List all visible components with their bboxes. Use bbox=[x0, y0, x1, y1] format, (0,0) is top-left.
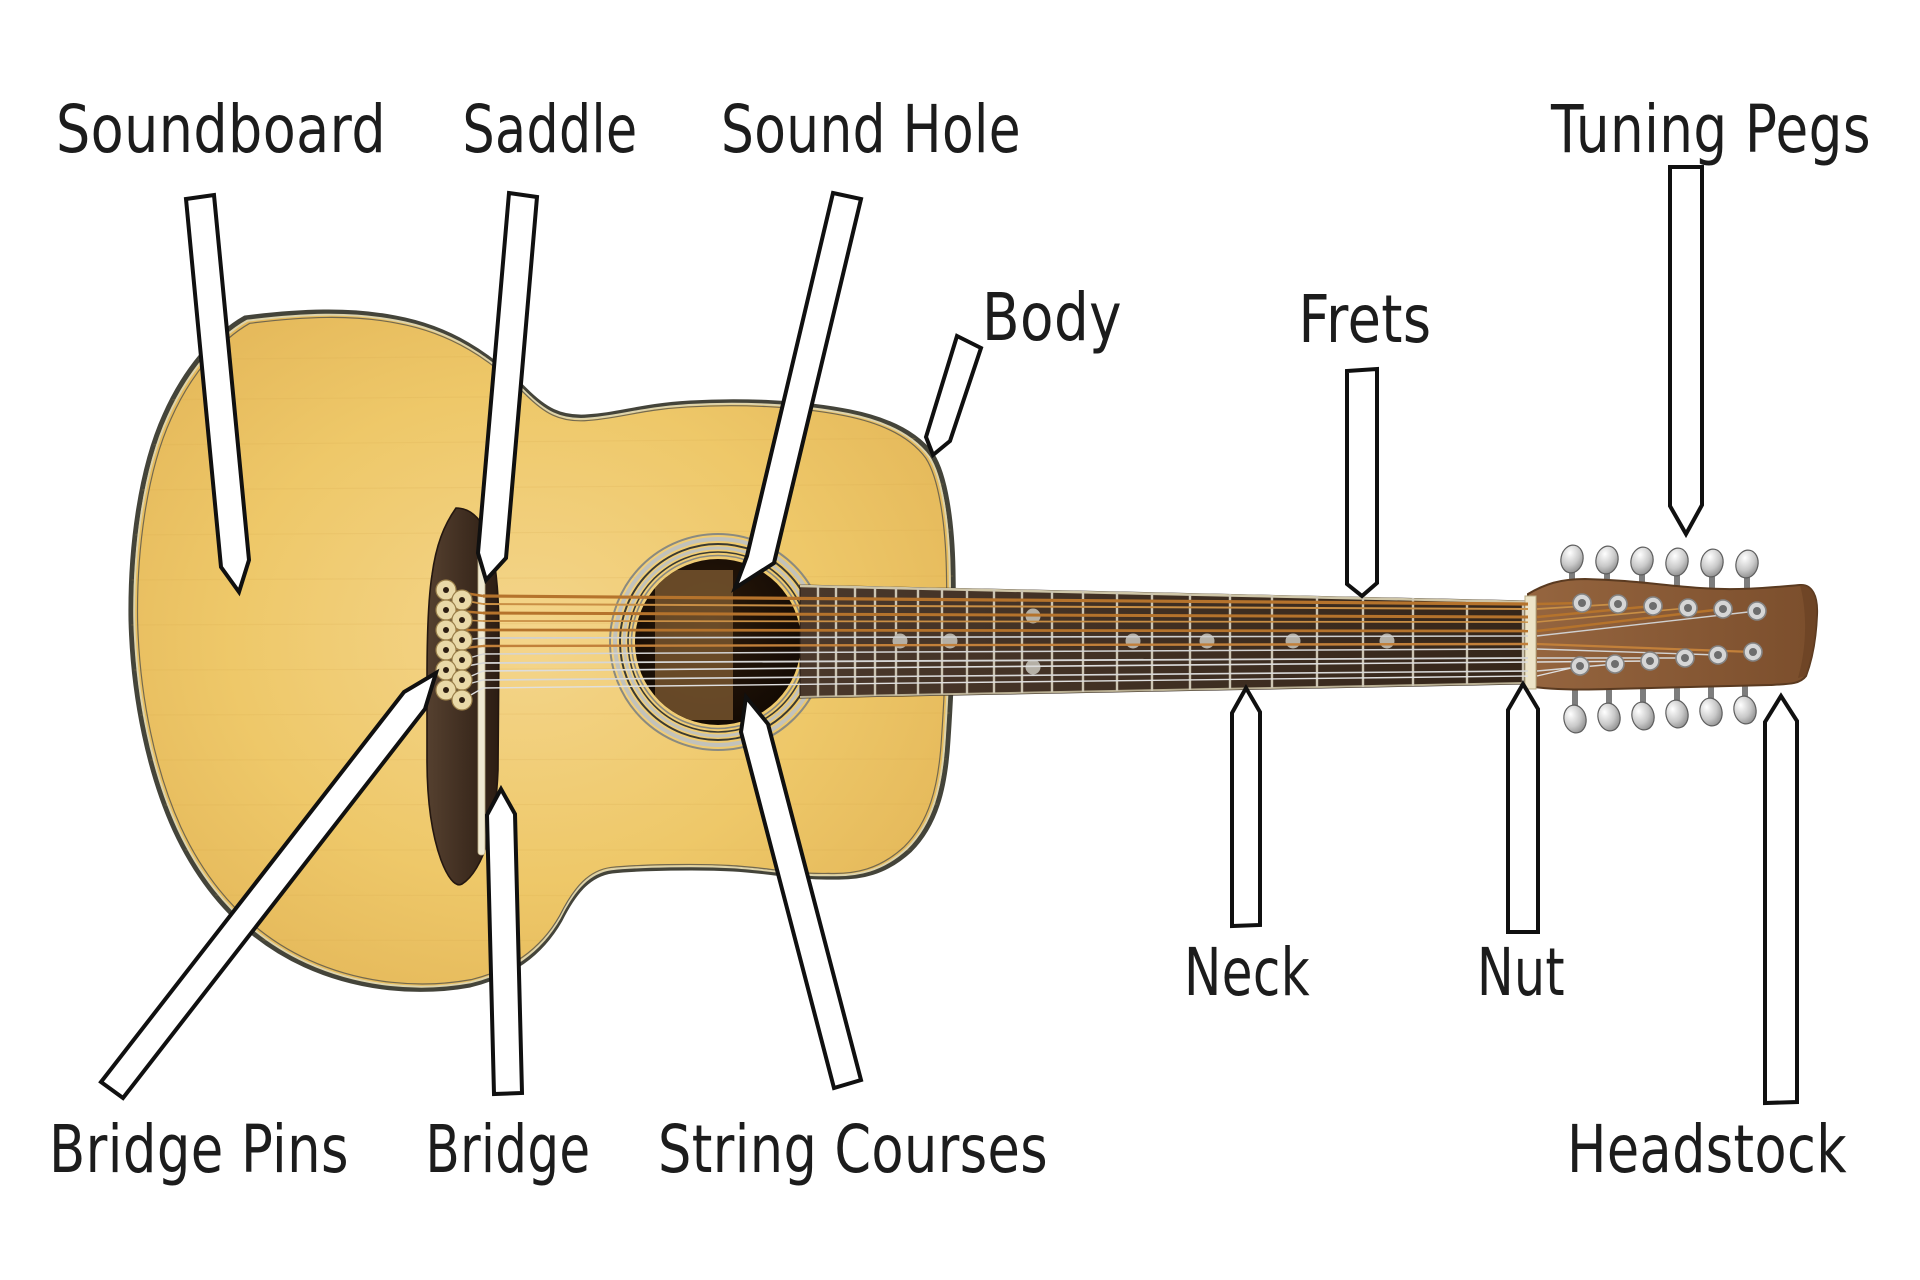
label-headstock: Headstock bbox=[1567, 1111, 1847, 1188]
nut-pointer-icon bbox=[1506, 680, 1540, 934]
tuning-peg bbox=[1630, 546, 1654, 590]
label-bridge: Bridge bbox=[426, 1111, 591, 1188]
label-nut: Nut bbox=[1477, 934, 1565, 1011]
tuning-peg bbox=[1560, 544, 1584, 588]
ferrule bbox=[1570, 656, 1590, 676]
ferrule bbox=[1678, 598, 1698, 618]
binding-cream-line bbox=[133, 313, 951, 988]
ferrule bbox=[1605, 654, 1625, 674]
label-bridge-pins: Bridge Pins bbox=[49, 1111, 349, 1188]
label-saddle: Saddle bbox=[463, 91, 638, 168]
sound-hole-pointer-icon bbox=[731, 190, 864, 593]
string-courses-main bbox=[482, 594, 1529, 689]
body-pointer-icon bbox=[923, 333, 984, 459]
neck-binding-bottom bbox=[799, 682, 1529, 698]
neck-pointer-icon bbox=[1230, 683, 1262, 929]
tuner-ferrules bbox=[1570, 593, 1767, 676]
headstock-face bbox=[1527, 577, 1819, 691]
bridge-pin bbox=[451, 669, 473, 691]
ferrule bbox=[1708, 645, 1728, 665]
tuning-pegs-top-row bbox=[1560, 544, 1759, 593]
label-string-courses: String Courses bbox=[658, 1111, 1048, 1188]
tuning-peg bbox=[1700, 548, 1724, 592]
tuning-peg bbox=[1595, 545, 1619, 589]
label-soundboard: Soundboard bbox=[56, 91, 386, 168]
headstock-edge-shade bbox=[1798, 584, 1818, 678]
part-labels: Soundboard Saddle Sound Hole Body Frets … bbox=[49, 91, 1871, 1188]
nut-strip bbox=[1524, 595, 1537, 690]
tuning-peg bbox=[1699, 682, 1723, 727]
ferrule bbox=[1572, 593, 1592, 613]
saddle bbox=[477, 544, 486, 856]
binding-dark-line bbox=[136, 316, 948, 985]
bridge-pin bbox=[451, 689, 473, 711]
bridge-pin bbox=[451, 629, 473, 651]
saddle-pointer-icon bbox=[475, 190, 540, 584]
bridge-pin bbox=[451, 609, 473, 631]
bridge-pins-pointer-icon bbox=[98, 668, 440, 1101]
label-sound-hole: Sound Hole bbox=[721, 91, 1021, 168]
bridge-pin bbox=[435, 679, 457, 701]
bridge-pointer-icon bbox=[484, 784, 525, 1097]
tuning-peg bbox=[1665, 547, 1689, 591]
ferrule bbox=[1747, 601, 1767, 621]
frets-pointer-icon bbox=[1345, 366, 1379, 599]
ferrule bbox=[1713, 599, 1733, 619]
label-neck: Neck bbox=[1184, 934, 1310, 1011]
tuning-pegs-bottom-row bbox=[1563, 680, 1757, 734]
soundboard-pointer-icon bbox=[183, 192, 252, 597]
bridge-pin bbox=[435, 639, 457, 661]
tuning-peg bbox=[1665, 684, 1689, 729]
tuning-peg bbox=[1733, 680, 1757, 725]
neck-binding-top bbox=[799, 584, 1529, 604]
tuning-peg bbox=[1563, 690, 1587, 734]
string-courses-pointer-icon bbox=[738, 692, 864, 1091]
ferrule bbox=[1743, 642, 1763, 662]
ferrule bbox=[1640, 651, 1660, 671]
callout-pointers bbox=[98, 165, 1799, 1106]
bridge-pin bbox=[451, 649, 473, 671]
tuning-peg bbox=[1735, 549, 1759, 593]
label-tuning-pegs: Tuning Pegs bbox=[1550, 91, 1871, 168]
label-frets: Frets bbox=[1299, 281, 1432, 358]
tuning-pegs-pointer-icon bbox=[1668, 165, 1704, 539]
ferrule bbox=[1675, 648, 1695, 668]
headstock-pointer-icon bbox=[1763, 692, 1799, 1106]
ferrule bbox=[1643, 596, 1663, 616]
tuning-peg bbox=[1597, 688, 1621, 732]
ferrule bbox=[1608, 594, 1628, 614]
bridge-pins bbox=[435, 579, 473, 711]
bridge-pin bbox=[435, 659, 457, 681]
tuning-peg bbox=[1631, 686, 1655, 731]
label-body: Body bbox=[982, 279, 1122, 356]
